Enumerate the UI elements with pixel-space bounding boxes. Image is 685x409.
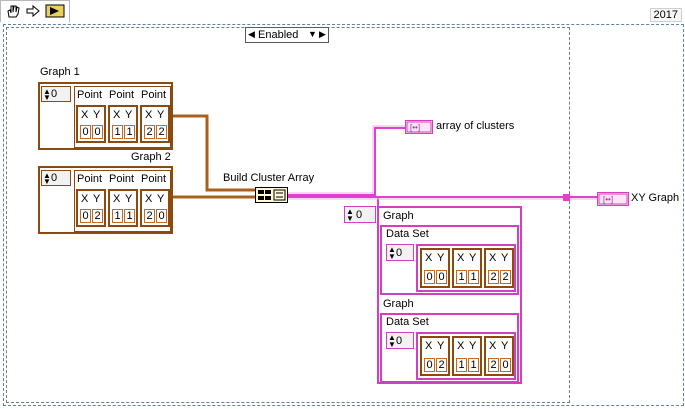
graph2-index[interactable]: ▲ ▼ 0: [41, 170, 71, 186]
array-of-clusters-wire: [288, 127, 405, 196]
xy-graph-icon: [••]: [598, 193, 628, 205]
y-value: 1: [468, 270, 479, 284]
block-diagram-frame: [3, 24, 684, 406]
graph-label: Graph: [383, 298, 414, 310]
x-value: 0: [424, 358, 435, 372]
y-value: 1: [468, 358, 479, 372]
case-selector[interactable]: ◀ Enabled ▼ ▶: [245, 27, 329, 43]
dropdown-icon[interactable]: ▼: [308, 29, 317, 39]
x-value: 0: [424, 270, 435, 284]
array-of-clusters-terminal[interactable]: [••]: [405, 120, 433, 134]
probe-index[interactable]: ▲ ▼ 0: [344, 206, 376, 223]
arrow-icon[interactable]: [25, 4, 41, 18]
graph1-label: Graph 1: [40, 66, 80, 78]
y-value: 2: [500, 270, 511, 284]
y-value[interactable]: 0: [92, 125, 103, 139]
point-header: Point: [77, 173, 103, 185]
point-header: Point: [109, 89, 135, 101]
y-value[interactable]: 1: [124, 209, 135, 223]
build-cluster-array-label: Build Cluster Array: [223, 172, 315, 184]
y-value[interactable]: 1: [124, 125, 135, 139]
svg-text:[••]: [••]: [410, 123, 420, 132]
y-value: 0: [500, 358, 511, 372]
build-cluster-array-icon: [258, 189, 286, 201]
toolbar: [0, 0, 70, 22]
data-set-label: Data Set: [386, 228, 429, 240]
x-value[interactable]: 2: [144, 209, 155, 223]
increment-icon[interactable]: ▶: [319, 29, 326, 39]
x-value[interactable]: 0: [80, 209, 91, 223]
y-value[interactable]: 2: [92, 209, 103, 223]
x-value[interactable]: 1: [112, 209, 123, 223]
y-value[interactable]: 0: [156, 209, 167, 223]
x-value: 1: [456, 358, 467, 372]
case-selector-value: Enabled: [258, 29, 299, 41]
y-value: 0: [436, 270, 447, 284]
hand-icon[interactable]: [5, 4, 21, 18]
x-value: 1: [456, 270, 467, 284]
point-header: Point: [141, 173, 167, 185]
graph-label: Graph: [383, 210, 414, 222]
x-value[interactable]: 2: [144, 125, 155, 139]
build-cluster-array-node[interactable]: [255, 187, 288, 203]
point-header: Point: [77, 89, 103, 101]
graph1-index[interactable]: ▲ ▼ 0: [41, 86, 71, 102]
y-value: 2: [436, 358, 447, 372]
y-value[interactable]: 2: [156, 125, 167, 139]
x-value: 2: [488, 270, 499, 284]
point-header: Point: [141, 89, 167, 101]
array-of-clusters-label: array of clusters: [436, 120, 515, 132]
graph1-wire: [173, 114, 255, 192]
data-set-index[interactable]: ▲ ▼ 0: [386, 244, 414, 261]
version-label: 2017: [649, 8, 682, 22]
point-header: Point: [109, 173, 135, 185]
x-value: 2: [488, 358, 499, 372]
svg-text:[••]: [••]: [603, 195, 613, 204]
data-set-label: Data Set: [386, 316, 429, 328]
xy-graph-terminal[interactable]: [••]: [597, 192, 629, 206]
graph2-label: Graph 2: [131, 151, 171, 163]
data-set-index[interactable]: ▲ ▼ 0: [386, 332, 414, 349]
x-value[interactable]: 0: [80, 125, 91, 139]
run-arrow-icon[interactable]: [45, 4, 65, 18]
wire-junction: [563, 194, 570, 201]
decrement-icon[interactable]: ◀: [248, 29, 255, 39]
xy-graph-label: XY Graph: [631, 192, 680, 204]
cluster-array-icon: [••]: [406, 121, 432, 133]
x-value[interactable]: 1: [112, 125, 123, 139]
